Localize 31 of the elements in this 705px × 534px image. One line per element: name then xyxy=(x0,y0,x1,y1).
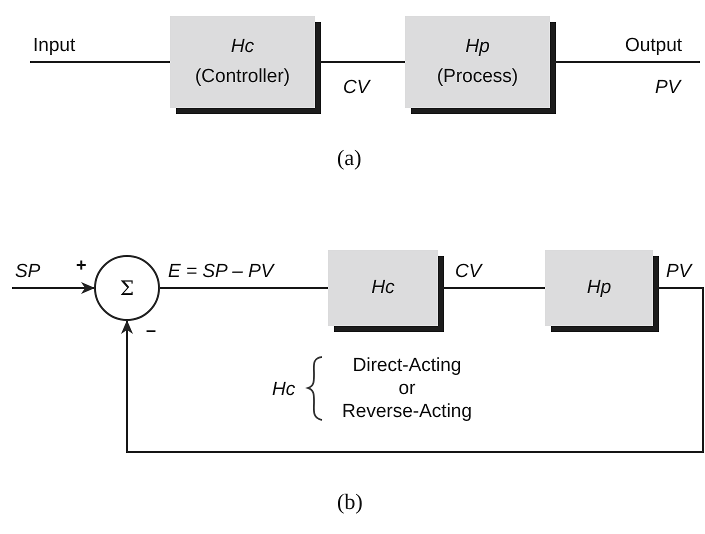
edge-label: CV xyxy=(343,76,370,100)
signal-line xyxy=(30,61,170,63)
sigma-symbol: Σ xyxy=(120,278,134,298)
block-symbol: Hc xyxy=(230,35,254,59)
block-symbol: Hp xyxy=(586,276,612,300)
block-box xyxy=(328,250,438,326)
block-symbol: Hc xyxy=(371,276,395,300)
option-label: Direct-Acting xyxy=(352,354,462,377)
block-box xyxy=(170,16,315,108)
transfer-function-label: Hc xyxy=(272,378,296,402)
edge-label: PV xyxy=(666,260,692,284)
figure-label: (a) xyxy=(337,146,362,170)
edge-label: SP xyxy=(15,260,40,284)
block-box xyxy=(405,16,550,108)
arrow xyxy=(12,282,95,294)
edge-label: Output xyxy=(625,34,682,58)
option-label: or xyxy=(398,377,416,400)
block-symbol: Hp xyxy=(465,35,490,59)
plus-sign: + xyxy=(76,254,87,277)
edge-label: E = SP – PV xyxy=(168,260,274,284)
minus-sign: – xyxy=(146,319,156,342)
block-box xyxy=(545,250,653,326)
option-label: Reverse-Acting xyxy=(342,400,472,423)
signal-line xyxy=(160,287,328,289)
block-description: (Controller) xyxy=(194,65,290,89)
arrow xyxy=(121,287,704,453)
edge-label: CV xyxy=(455,260,482,284)
figure-label: (b) xyxy=(337,490,363,514)
signal-label: PV xyxy=(655,76,680,100)
edge-label: Input xyxy=(33,34,76,58)
block-description: (Process) xyxy=(436,65,518,89)
